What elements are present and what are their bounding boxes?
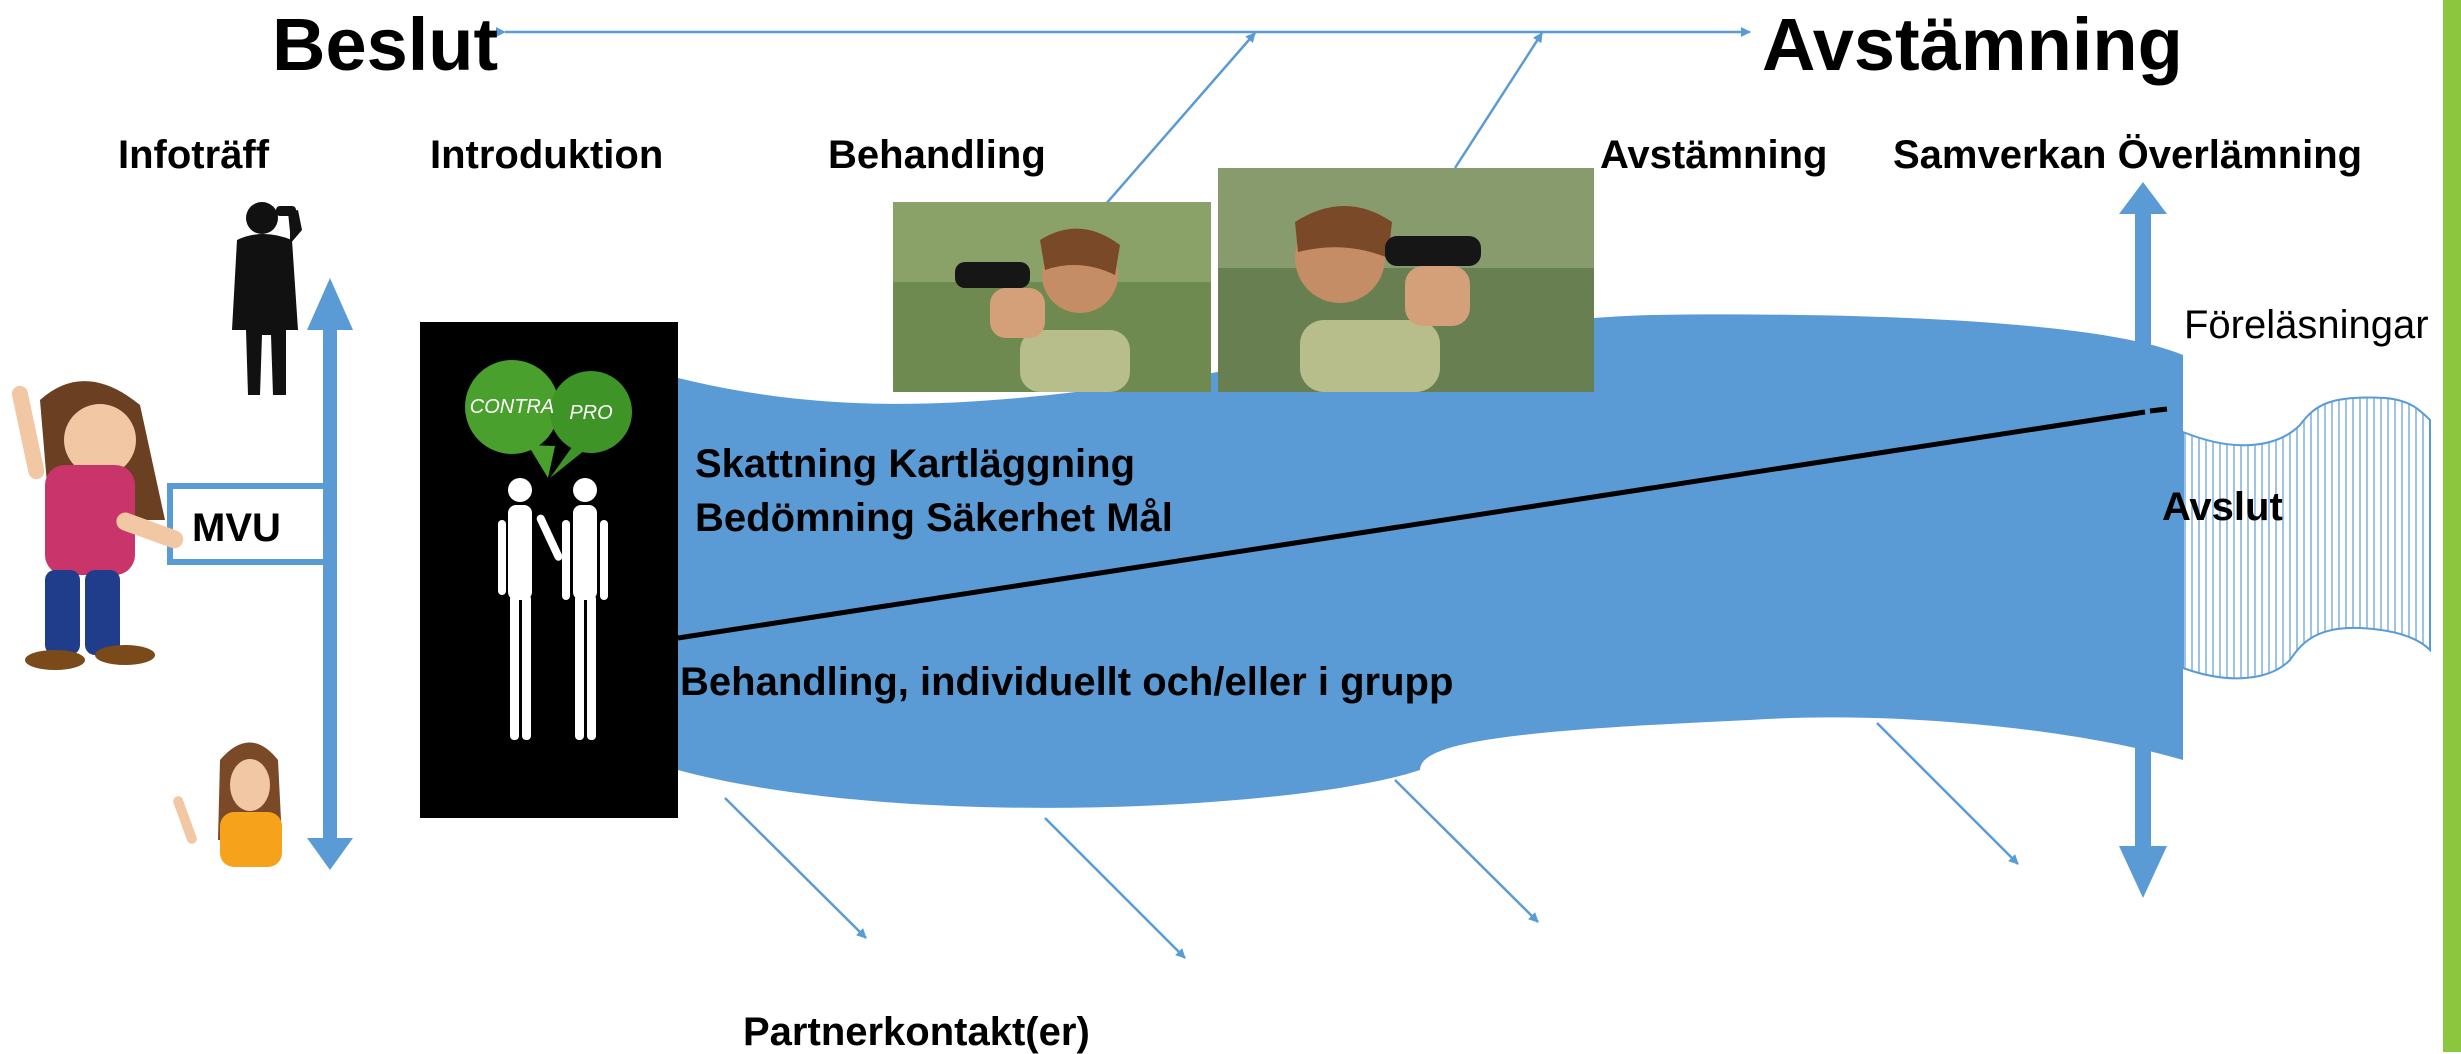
partner-arrow-3 <box>1394 779 1539 923</box>
waving-girl-icon <box>11 381 184 670</box>
pointing-girl-icon <box>173 742 282 867</box>
contra-bubble <box>465 360 559 454</box>
forelasningar-label: Föreläsningar <box>2184 303 2429 347</box>
avstamning-title: Avstämning <box>1762 3 2183 86</box>
stage-samverkan: Samverkan Överlämning <box>1893 133 2363 177</box>
partner-arrow-1 <box>724 797 867 939</box>
partner-arrow-2 <box>1044 817 1186 959</box>
pro-bubble <box>550 371 632 453</box>
pro-text: PRO <box>569 402 612 424</box>
split-line-dash <box>2149 406 2168 414</box>
beslut-title: Beslut <box>272 3 499 86</box>
photo-arrow-2 <box>1453 32 1544 169</box>
split-line <box>677 409 2146 641</box>
contra-text: CONTRA <box>470 396 554 418</box>
mvu-bracket <box>167 483 323 565</box>
left-vertical-arrow <box>307 278 353 870</box>
mvu-label: MVU <box>192 506 281 550</box>
photo-arrow-1 <box>1104 32 1256 206</box>
accent-bar <box>2443 0 2461 1052</box>
partnerkontakt-label: Partnerkontakt(er) <box>743 1010 1090 1054</box>
person-figures-icon <box>498 478 608 740</box>
stage-infotraff: Infoträff <box>118 133 270 177</box>
flow-text-line1: Skattning Kartläggning <box>695 442 1135 486</box>
stage-avstamning: Avstämning <box>1600 133 1828 177</box>
binoculars-photo-1 <box>893 202 1211 392</box>
stage-introduktion: Introduktion <box>430 133 664 177</box>
flow-text-line2: Bedömning Säkerhet Mål <box>695 496 1173 540</box>
silhouette-man-icon <box>232 202 302 395</box>
right-vertical-arrow <box>2119 182 2167 898</box>
flow-text-line3: Behandling, individuellt och/eller i gru… <box>680 660 1454 704</box>
stage-behandling: Behandling <box>828 133 1046 177</box>
binoculars-photo-2 <box>1218 168 1594 392</box>
partner-arrow-4 <box>1876 722 2019 865</box>
contra-pro-image: CONTRA PRO <box>420 322 678 818</box>
avslut-scroll <box>2182 396 2431 680</box>
avslut-label: Avslut <box>2162 485 2283 529</box>
flow-band <box>678 314 2183 808</box>
